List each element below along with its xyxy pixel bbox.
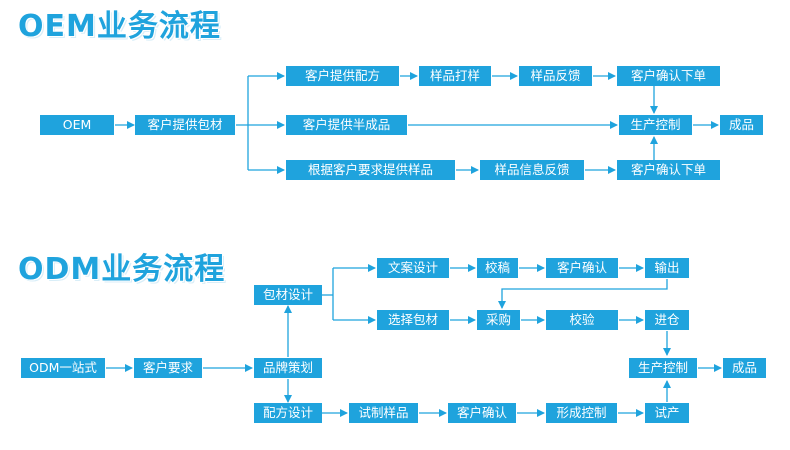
node-confirm-order-bottom: 客户确认下单 xyxy=(617,160,720,180)
node-sample-info-feedback: 样品信息反馈 xyxy=(480,160,584,180)
node-trial-production: 试产 xyxy=(645,403,689,423)
node-client-requirement: 客户要求 xyxy=(134,358,202,378)
oem-title: OEM业务流程 xyxy=(18,9,221,44)
node-proofread: 校稿 xyxy=(477,258,518,278)
node-oem: OEM xyxy=(40,115,114,135)
node-inspect: 校验 xyxy=(546,310,618,330)
node-client-confirm-2: 客户确认 xyxy=(448,403,516,423)
node-form-control: 形成控制 xyxy=(546,403,617,423)
node-purchase: 采购 xyxy=(477,310,520,330)
node-copy-design: 文案设计 xyxy=(377,258,449,278)
node-sample-by-request: 根据客户要求提供样品 xyxy=(286,160,455,180)
node-warehouse: 进仓 xyxy=(645,310,689,330)
node-finished-product-odm: 成品 xyxy=(723,358,766,378)
node-sample-trial: 样品打样 xyxy=(419,66,491,86)
node-semi-finished-provided: 客户提供半成品 xyxy=(286,115,407,135)
node-confirm-order-top: 客户确认下单 xyxy=(617,66,720,86)
node-choose-packaging: 选择包材 xyxy=(377,310,449,330)
node-formula-design: 配方设计 xyxy=(254,403,322,423)
node-production-control-odm: 生产控制 xyxy=(629,358,697,378)
node-odm-onestop: ODM一站式 xyxy=(21,358,105,378)
node-trial-sample: 试制样品 xyxy=(349,403,418,423)
node-client-confirm: 客户确认 xyxy=(546,258,618,278)
arrow-output-to-purchase xyxy=(498,279,668,309)
node-sample-feedback: 样品反馈 xyxy=(519,66,592,86)
node-production-control: 生产控制 xyxy=(619,115,692,135)
node-packaging-design: 包材设计 xyxy=(254,285,322,305)
node-brand-planning: 品牌策划 xyxy=(254,358,322,378)
node-packaging-provided: 客户提供包材 xyxy=(135,115,235,135)
node-output: 输出 xyxy=(645,258,689,278)
node-formula-provided: 客户提供配方 xyxy=(286,66,399,86)
odm-title: ODM业务流程 xyxy=(18,252,226,287)
node-finished-product: 成品 xyxy=(720,115,763,135)
